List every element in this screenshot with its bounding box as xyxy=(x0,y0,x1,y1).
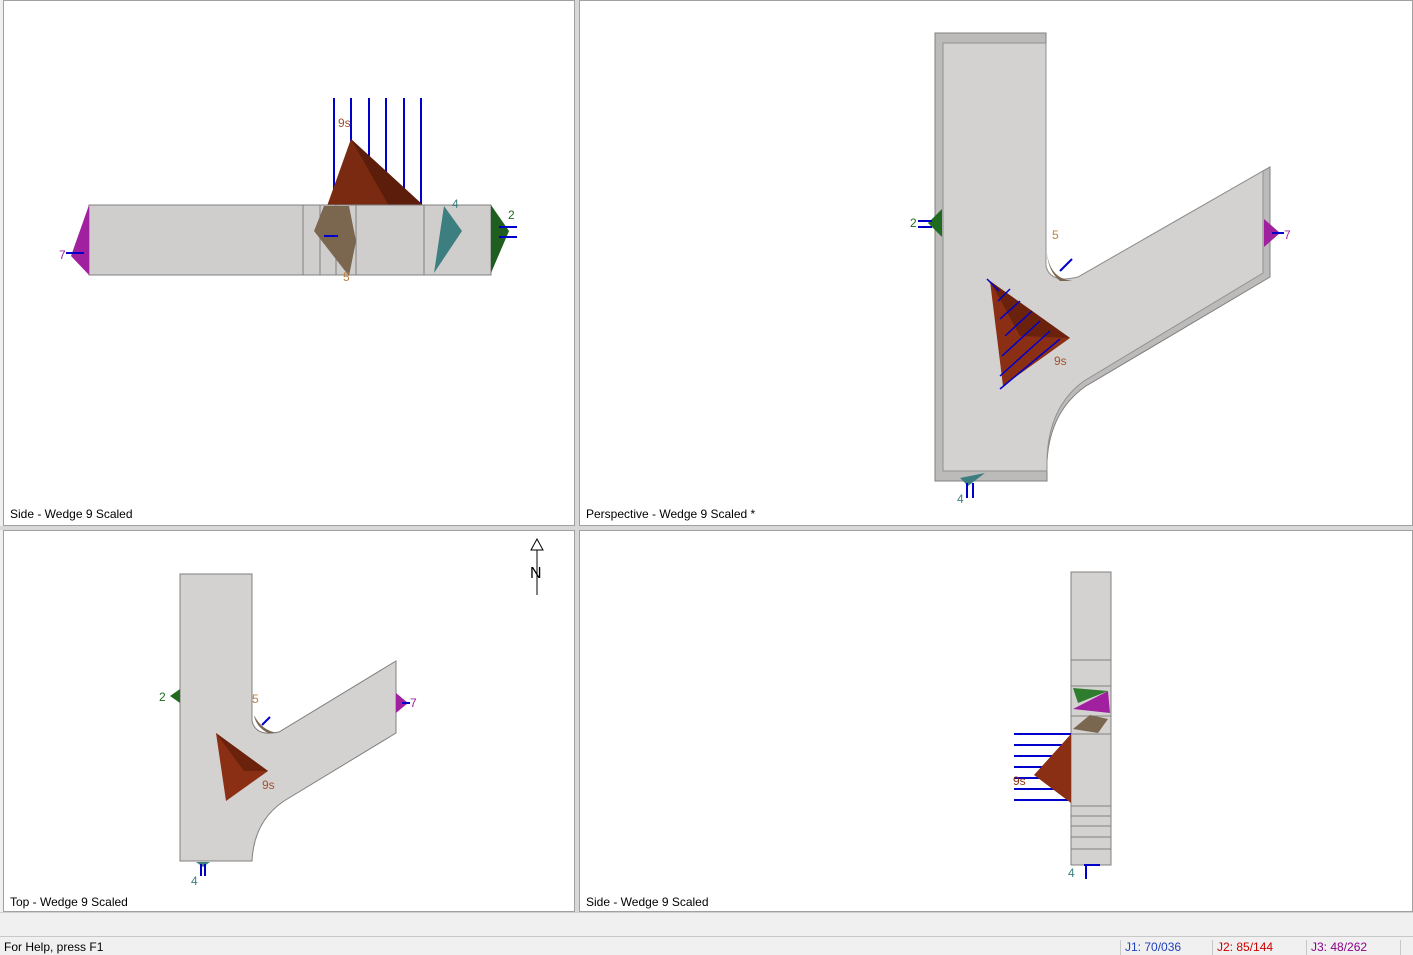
viewport-label: Side - Wedge 9 Scaled xyxy=(10,507,133,521)
bottom-strip xyxy=(0,912,1413,937)
wedge-5-shape xyxy=(254,715,278,733)
wedge-5-shape xyxy=(314,206,356,276)
top-view-canvas: N 2 5 7 9s 4 xyxy=(159,537,544,888)
wedge-5-label: 5 xyxy=(252,692,259,706)
wedge-7-label: 7 xyxy=(410,696,417,710)
side-view-viewport[interactable]: 9s 4 2 7 5 Side - Wedge 9 Scaled xyxy=(3,0,575,526)
wedge-7-label: 7 xyxy=(59,248,66,262)
wedge-4-label: 4 xyxy=(452,197,459,211)
wedge-4-shape xyxy=(960,473,985,486)
horizontal-splitter[interactable] xyxy=(0,526,1413,530)
status-j3: J3: 48/262 xyxy=(1306,940,1367,955)
wedge-2-shape xyxy=(170,689,180,703)
viewport-label: Perspective - Wedge 9 Scaled * xyxy=(586,507,756,521)
wedge-9s-shape xyxy=(1034,734,1071,803)
wedge-7-label: 7 xyxy=(1284,228,1291,242)
top-view-viewport[interactable]: N 2 5 7 9s 4 Top - Wedge 9 Scaled xyxy=(3,530,575,912)
side-view-canvas: 9s 4 2 7 5 xyxy=(59,98,517,284)
wedge-2-label: 2 xyxy=(910,216,917,230)
viewport-label: Side - Wedge 9 Scaled xyxy=(586,895,709,909)
wedge-9s-label: 9s xyxy=(262,778,275,792)
north-label: N xyxy=(530,565,542,582)
wedge-5-label: 5 xyxy=(343,270,350,284)
perspective-viewport[interactable]: 2 5 7 9s 4 Perspective - Wedge 9 Scaled … xyxy=(579,0,1413,526)
wedge-9s-label: 9s xyxy=(1054,354,1067,368)
status-j1: J1: 70/036 xyxy=(1120,940,1181,955)
north-arrow-icon xyxy=(530,537,544,595)
wedge-5-shape xyxy=(1073,715,1108,733)
wedge-7-shape xyxy=(1073,691,1110,713)
wedge-2-label: 2 xyxy=(159,690,166,704)
wedge-9s-label: 9s xyxy=(338,116,351,130)
wedge-2-shape xyxy=(928,209,942,237)
side-view-2-canvas: 9s 4 xyxy=(1013,571,1112,880)
wedge-4-shape xyxy=(196,862,210,867)
excavation-body xyxy=(88,204,492,276)
wedge-7-shape xyxy=(71,205,89,275)
vertical-splitter[interactable] xyxy=(575,0,579,912)
status-bar: For Help, press F1 J1: 70/036 J2: 85/144… xyxy=(0,936,1413,955)
status-help-text: For Help, press F1 xyxy=(4,940,104,954)
wedge-4-shape xyxy=(434,206,462,273)
wedge-4-label: 4 xyxy=(191,874,198,888)
wedge-5-label: 5 xyxy=(1052,228,1059,242)
status-j2: J2: 85/144 xyxy=(1212,940,1273,955)
perspective-canvas: 2 5 7 9s 4 xyxy=(910,32,1291,506)
wedge-4-label: 4 xyxy=(957,492,964,506)
wedge-2-shape xyxy=(491,205,509,273)
wedge-9s-label: 9s xyxy=(1013,774,1026,788)
wedge-4-label: 4 xyxy=(1068,866,1075,880)
side-view-2-viewport[interactable]: 9s 4 Side - Wedge 9 Scaled xyxy=(579,530,1413,912)
wedge-2-label: 2 xyxy=(508,208,515,222)
viewport-label: Top - Wedge 9 Scaled xyxy=(10,895,128,909)
status-grip xyxy=(1400,940,1413,955)
excavation-plan xyxy=(179,573,397,862)
wedge-2-shape xyxy=(1073,688,1108,703)
excavation-floor xyxy=(942,42,1264,472)
